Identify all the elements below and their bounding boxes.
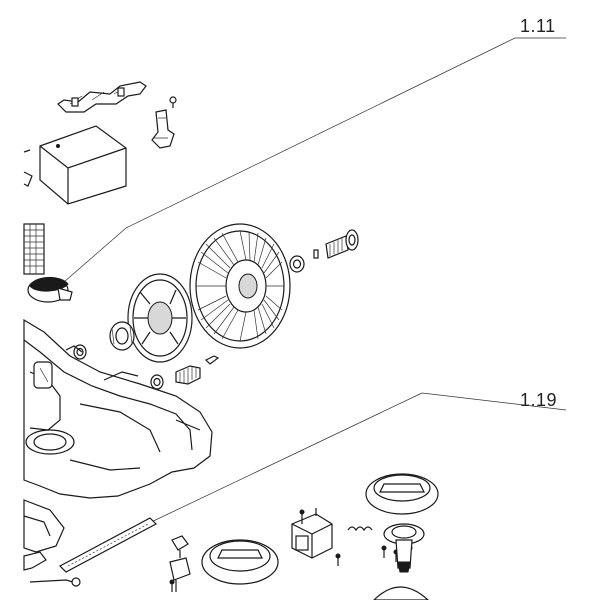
hook-part — [23, 551, 47, 571]
gear-ring-part — [127, 273, 193, 363]
left-edge-grille — [23, 223, 45, 275]
washer-left-2 — [150, 374, 164, 390]
disc-plate-left — [201, 539, 279, 585]
wire-part — [29, 577, 81, 587]
knob-cap-part — [27, 277, 73, 303]
spring-part — [347, 526, 373, 532]
disc-plate-bottom-right — [373, 586, 429, 600]
hub-part — [383, 523, 425, 573]
bolt-stack-part — [169, 535, 191, 592]
washer-axle — [289, 255, 305, 273]
screw-small-top — [169, 96, 177, 108]
callout-label-1-11: 1.11 — [520, 16, 556, 36]
hex-nut-part — [109, 321, 135, 351]
callout-leader-1-11 — [63, 37, 566, 283]
disc-plate-top-right — [365, 473, 439, 515]
battery-box-part — [39, 125, 127, 205]
lower-chassis-part — [23, 499, 65, 553]
strap-part — [57, 81, 147, 113]
wheel-part — [189, 223, 291, 349]
motor-assembly-part — [291, 508, 333, 559]
pin-small — [313, 249, 319, 259]
bracket-clip-part — [151, 109, 175, 149]
pinion-shaft-part — [175, 355, 220, 385]
left-edge-fragment-top — [23, 149, 33, 187]
blade-bar-part — [59, 517, 157, 573]
axle-bolt-part — [325, 229, 359, 259]
mower-housing-part — [23, 318, 213, 499]
callout-leader-1-19 — [144, 392, 567, 526]
callout-label-1-19: 1.19 — [520, 390, 558, 410]
